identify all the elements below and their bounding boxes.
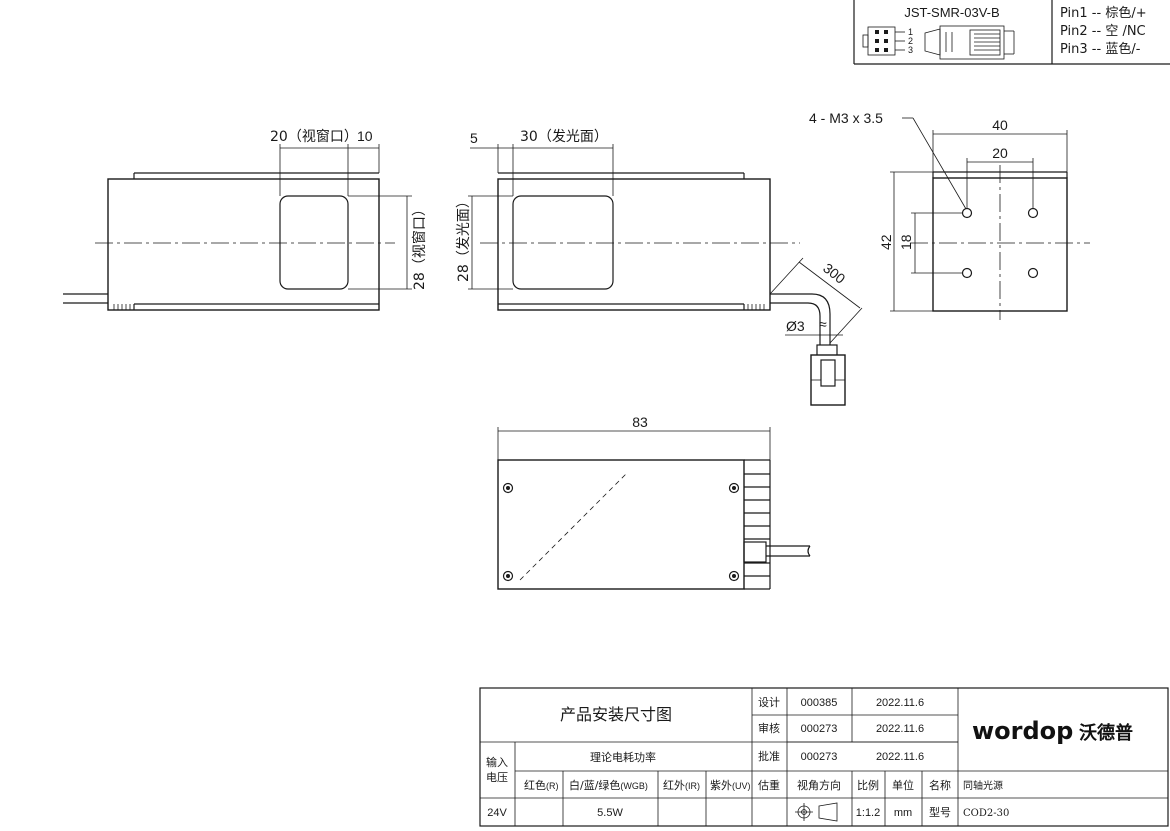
dim-total-length: 83 bbox=[632, 414, 648, 430]
screw-icon bbox=[502, 570, 514, 582]
cable-gland-teeth bbox=[747, 304, 765, 310]
mount-hole bbox=[1027, 207, 1039, 219]
code-review: 000273 bbox=[801, 723, 838, 735]
role-review: 审核 bbox=[758, 721, 780, 735]
role-approve: 批准 bbox=[758, 749, 780, 763]
dim-end-width: 40 bbox=[992, 117, 1008, 133]
dim-window-height: 28（视窗口） bbox=[411, 202, 428, 290]
connector-face-icon: 1 2 3 bbox=[862, 26, 913, 56]
code-approve: 000273 bbox=[801, 751, 838, 763]
pin2-label: Pin2 -- 空 /NC bbox=[1060, 24, 1146, 39]
date-approve: 2022.11.6 bbox=[876, 751, 924, 763]
dim-hole-spacing-x: 20 bbox=[992, 145, 1008, 161]
mount-hole bbox=[961, 267, 973, 279]
name-value: 同轴光源 bbox=[963, 779, 1003, 792]
title-block: 产品安装尺寸图 设计 审核 批准 000385 000273 000273 20… bbox=[479, 687, 1169, 827]
dim-hole-spacing-y: 18 bbox=[898, 234, 914, 250]
screw-icon bbox=[502, 482, 514, 494]
input-voltage-label-1: 输入 bbox=[486, 755, 508, 769]
pin3-label: Pin3 -- 蓝色/- bbox=[1060, 41, 1141, 57]
mount-hole bbox=[961, 207, 973, 219]
input-voltage-label-2: 电压 bbox=[486, 771, 508, 784]
pin-number-2: 2 bbox=[908, 36, 913, 46]
mount-hole bbox=[1027, 267, 1039, 279]
col-wgb: 白/蓝/绿色(WGB) bbox=[569, 778, 648, 792]
drawing-title: 产品安装尺寸图 bbox=[560, 705, 672, 724]
heat-sink-fins bbox=[744, 473, 770, 577]
col-unit: 单位 bbox=[892, 778, 914, 792]
unit-value: mm bbox=[894, 807, 912, 819]
col-red: 红色(R) bbox=[524, 778, 559, 792]
pin-number-1: 1 bbox=[908, 27, 913, 37]
power-value: 5.5W bbox=[597, 807, 623, 819]
svg-text:沃德普: 沃德普 bbox=[1079, 722, 1133, 744]
side-view: ≈ 5 30（发光面） 28（发光面） 300 Ø3 bbox=[456, 129, 863, 406]
col-view-direction: 视角方向 bbox=[797, 778, 841, 792]
power-header: 理论电耗功率 bbox=[590, 750, 656, 764]
role-design: 设计 bbox=[758, 696, 780, 709]
front-view: 20（视窗口） 10 28（视窗口） bbox=[63, 128, 428, 311]
connector-pinout-box: JST-SMR-03V-B 1 2 3 bbox=[853, 0, 1170, 65]
screw-icon bbox=[728, 482, 740, 494]
model-label: 型号 bbox=[929, 805, 951, 819]
col-name: 名称 bbox=[929, 778, 951, 792]
col-ir: 红外(IR) bbox=[663, 779, 700, 792]
dim-emit-width: 30（发光面） bbox=[520, 129, 608, 145]
pin1-label: Pin1 -- 棕色/+ bbox=[1060, 5, 1147, 21]
cable-gland-teeth bbox=[113, 304, 131, 310]
voltage-value: 24V bbox=[487, 807, 507, 819]
col-estimate: 估重 bbox=[758, 778, 780, 792]
top-view: 83 bbox=[497, 414, 811, 590]
projection-symbol-icon bbox=[795, 802, 838, 822]
code-design: 000385 bbox=[801, 697, 838, 709]
end-view: 4 - M3 x 3.5 40 20 42 18 bbox=[809, 110, 1090, 320]
dim-emit-height: 28（发光面） bbox=[456, 194, 472, 282]
dim-end-height: 42 bbox=[878, 234, 894, 250]
screw-note: 4 - M3 x 3.5 bbox=[809, 110, 883, 126]
svg-text:wordop: wordop bbox=[972, 717, 1073, 745]
dim-cable-diameter: Ø3 bbox=[786, 318, 805, 334]
dim-window-offset: 10 bbox=[357, 128, 373, 144]
connector-part-number: JST-SMR-03V-B bbox=[904, 5, 999, 20]
connector-side-icon bbox=[924, 25, 1015, 60]
dim-emit-offset: 5 bbox=[470, 130, 478, 146]
company-logo: wordop 沃德普 bbox=[972, 717, 1133, 745]
dim-window-width: 20（视窗口） bbox=[270, 128, 358, 145]
col-scale: 比例 bbox=[857, 778, 879, 792]
model-value: COD2-30 bbox=[963, 808, 1009, 819]
col-uv: 紫外(UV) bbox=[710, 779, 751, 792]
date-design: 2022.11.6 bbox=[876, 697, 924, 709]
cable-break-symbol: ≈ bbox=[819, 316, 827, 332]
date-review: 2022.11.6 bbox=[876, 723, 924, 735]
screw-icon bbox=[728, 570, 740, 582]
dim-cable-length: 300 bbox=[820, 260, 848, 287]
scale-value: 1:1.2 bbox=[856, 807, 880, 819]
pin-number-3: 3 bbox=[908, 45, 913, 55]
